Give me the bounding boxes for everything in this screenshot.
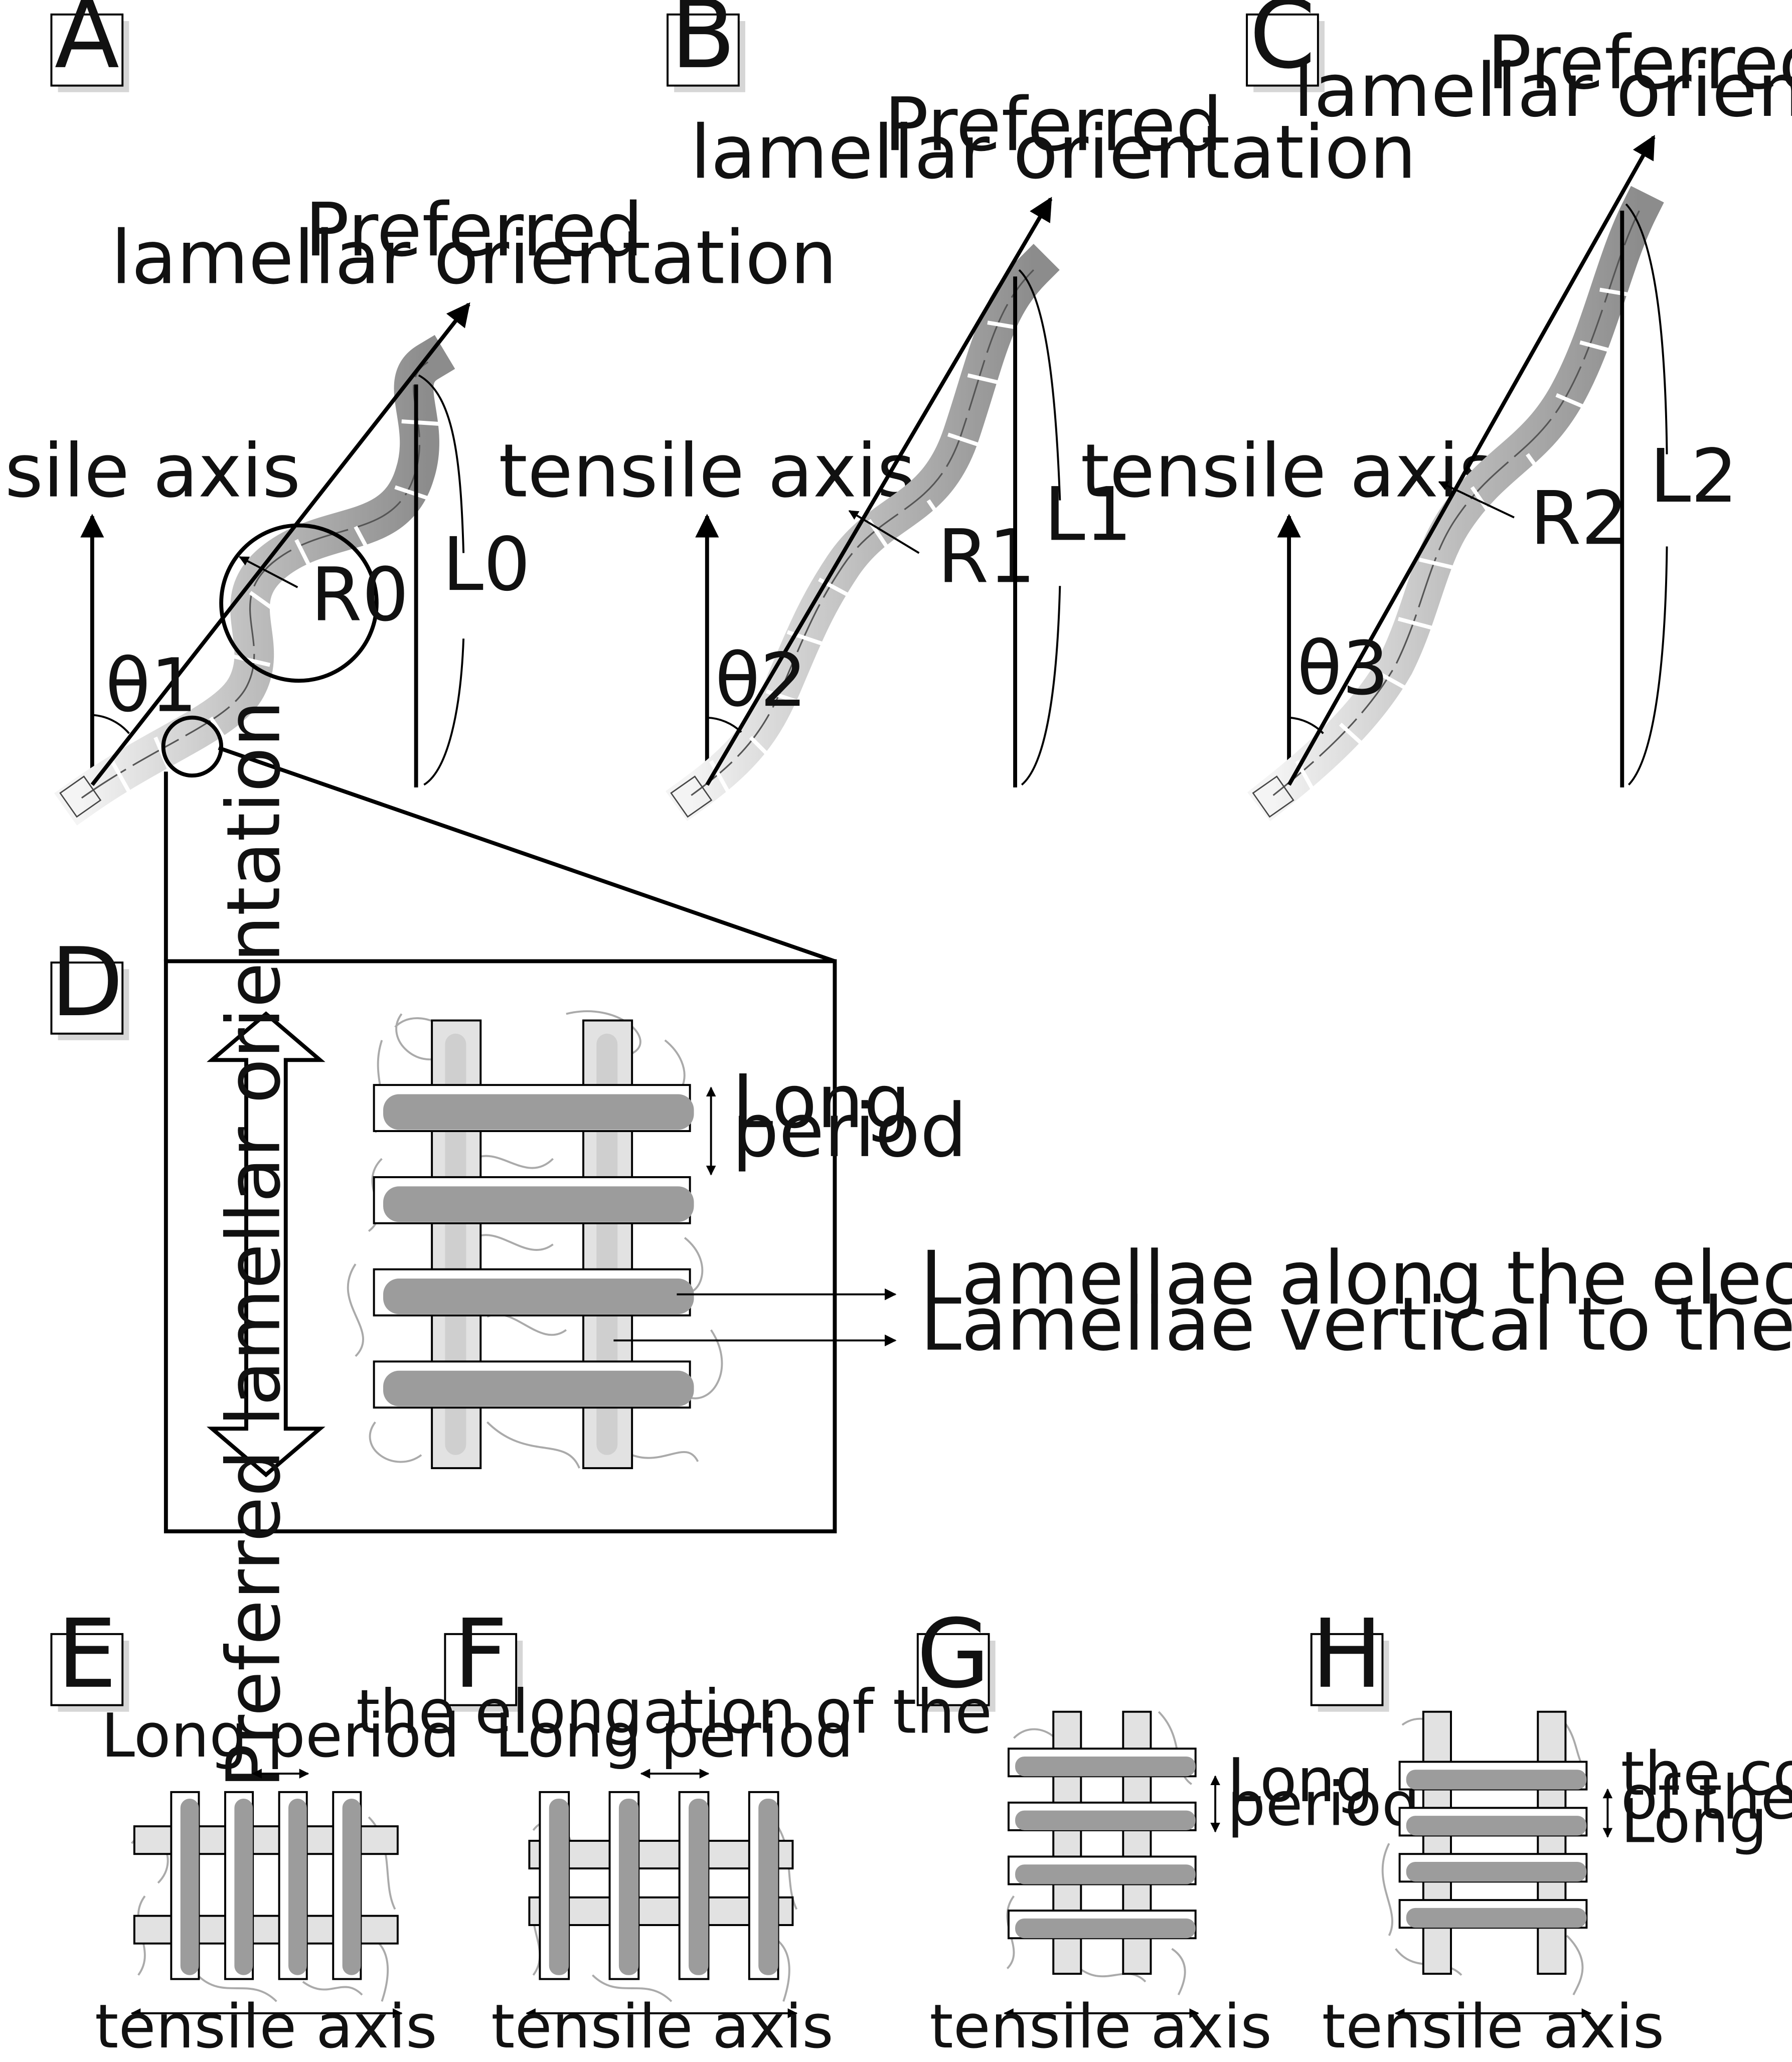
- panel-f-letter: F: [453, 1599, 508, 1709]
- panel-b-box: B: [667, 0, 745, 92]
- r0-arrow: [239, 556, 298, 588]
- theta3-label: θ3: [1297, 625, 1389, 711]
- r1-label: R1: [937, 514, 1036, 599]
- panel-c-box: C: [1246, 0, 1325, 92]
- tensile-axis-label-c: tensile axis: [1081, 428, 1498, 514]
- elongation-label-line2: Long period: [495, 1701, 854, 1771]
- theta3-arc: [1288, 716, 1324, 734]
- r2-label: R2: [1530, 475, 1628, 561]
- r0-circle: [219, 523, 379, 683]
- l2-label: L2: [1650, 433, 1737, 519]
- tensile-axis-label-e: tensile axis: [95, 1992, 437, 2062]
- period-label-g: period: [1227, 1769, 1420, 1839]
- panel-h: the contraction of the Long period tensi…: [1322, 1710, 1792, 2062]
- long-label-g: Long: [1227, 1746, 1374, 1816]
- panel-f: the elongation of the Long period tensil…: [356, 1677, 992, 2062]
- panel-e-box: E: [50, 1599, 129, 1712]
- tensile-axis-label-h: tensile axis: [1322, 1992, 1665, 2062]
- panel-a: tensile axis Preferred lamellar orientat…: [0, 187, 837, 964]
- panel-f-box: F: [444, 1599, 523, 1712]
- l1-label: L1: [1044, 471, 1132, 557]
- contraction-label-line1: the contraction: [1621, 1739, 1792, 1809]
- tensile-axis-label-g: tensile axis: [929, 1992, 1272, 2062]
- fiber-c-centerline: [1272, 210, 1640, 796]
- lamellae-along-label: Lamellae along the electrospun revolving…: [920, 1235, 1792, 1321]
- preferred-label-b-line2: lamellar orientation: [690, 109, 1416, 195]
- theta1-label: θ1: [105, 643, 197, 729]
- preferred-label-a-line1: Preferred: [305, 187, 643, 273]
- magnify-circle: [161, 715, 224, 778]
- panel-h-box: H: [1310, 1599, 1389, 1712]
- panel-e: Long period tensile axis: [95, 1701, 460, 2062]
- horizontal-lamellae-d: [373, 1084, 694, 1409]
- vertical-lamellae-e: [170, 1791, 362, 1980]
- theta2-label: θ2: [715, 638, 807, 723]
- preferred-orientation-arrow-b: [705, 197, 1053, 786]
- lamellae-vertical-label: Lamellae vertical to the revolving direc…: [920, 1282, 1792, 1367]
- fiber-c-segments: [1295, 287, 1640, 798]
- panel-g: Long period tensile axis: [929, 1710, 1420, 2062]
- vertical-lamellae-f: [539, 1791, 779, 1980]
- panel-a-box: A: [50, 0, 129, 92]
- panel-d: Preferred lamellar orientation Long peri…: [164, 700, 1792, 1788]
- fiber-b-centerline: [691, 269, 1034, 796]
- horizontal-lamellae-h: [1398, 1761, 1588, 1929]
- tensile-axis-label-b: tensile axis: [499, 428, 915, 514]
- panel-g-letter: G: [916, 1599, 990, 1709]
- preferred-orientation-arrow-c: [1287, 134, 1656, 786]
- tensile-axis-label-f: tensile axis: [491, 1992, 834, 2062]
- elongation-label-line1: the elongation of the: [356, 1677, 992, 1748]
- l0-label: L0: [442, 522, 530, 607]
- panel-a-letter: A: [55, 0, 119, 90]
- panel-d-letter: D: [51, 927, 124, 1038]
- panel-h-letter: H: [1312, 1599, 1383, 1709]
- fiber-a-centerline: [81, 361, 429, 799]
- preferred-label-c-line1: Preferred: [1487, 20, 1792, 106]
- r0-label: R0: [311, 552, 409, 638]
- period-label-d: period: [732, 1088, 967, 1174]
- long-label-d: Long: [732, 1059, 911, 1145]
- preferred-label-b-line1: Preferred: [884, 82, 1223, 168]
- panel-g-box: G: [916, 1599, 996, 1712]
- theta1-arc: [92, 714, 130, 734]
- contraction-label-line2: of the: [1621, 1763, 1792, 1833]
- fiber-a-segments: [110, 419, 441, 798]
- orientation-double-arrow: [207, 1011, 325, 1478]
- panel-e-letter: E: [57, 1599, 117, 1709]
- preferred-vertical-label: Preferred lamellar orientation: [211, 700, 297, 1788]
- preferred-label-a-line2: lamellar orientation: [111, 215, 837, 300]
- contraction-label-line3: Long period: [1621, 1787, 1792, 1857]
- tensile-axis-label-a: tensile axis: [0, 428, 300, 514]
- panel-d-box: D: [50, 927, 129, 1040]
- panel-b: tensile axis Preferred lamellar orientat…: [499, 82, 1416, 821]
- horizontal-lamellae-g: [1007, 1748, 1197, 1940]
- theta2-arc: [707, 716, 742, 733]
- panel-c-letter: C: [1249, 0, 1316, 90]
- panel-b-letter: B: [671, 0, 736, 90]
- r2-arrow: [1438, 481, 1515, 519]
- panel-c: tensile axis Preferred lamellar orientat…: [1081, 20, 1792, 822]
- preferred-orientation-arrow-a: [90, 302, 470, 786]
- r1-arrow: [848, 510, 920, 554]
- long-period-label-e: Long period: [101, 1701, 460, 1771]
- panel-letter-boxes: A B C D E F G: [50, 0, 1389, 1712]
- preferred-label-c-line2: lamellar orientation: [1293, 48, 1792, 133]
